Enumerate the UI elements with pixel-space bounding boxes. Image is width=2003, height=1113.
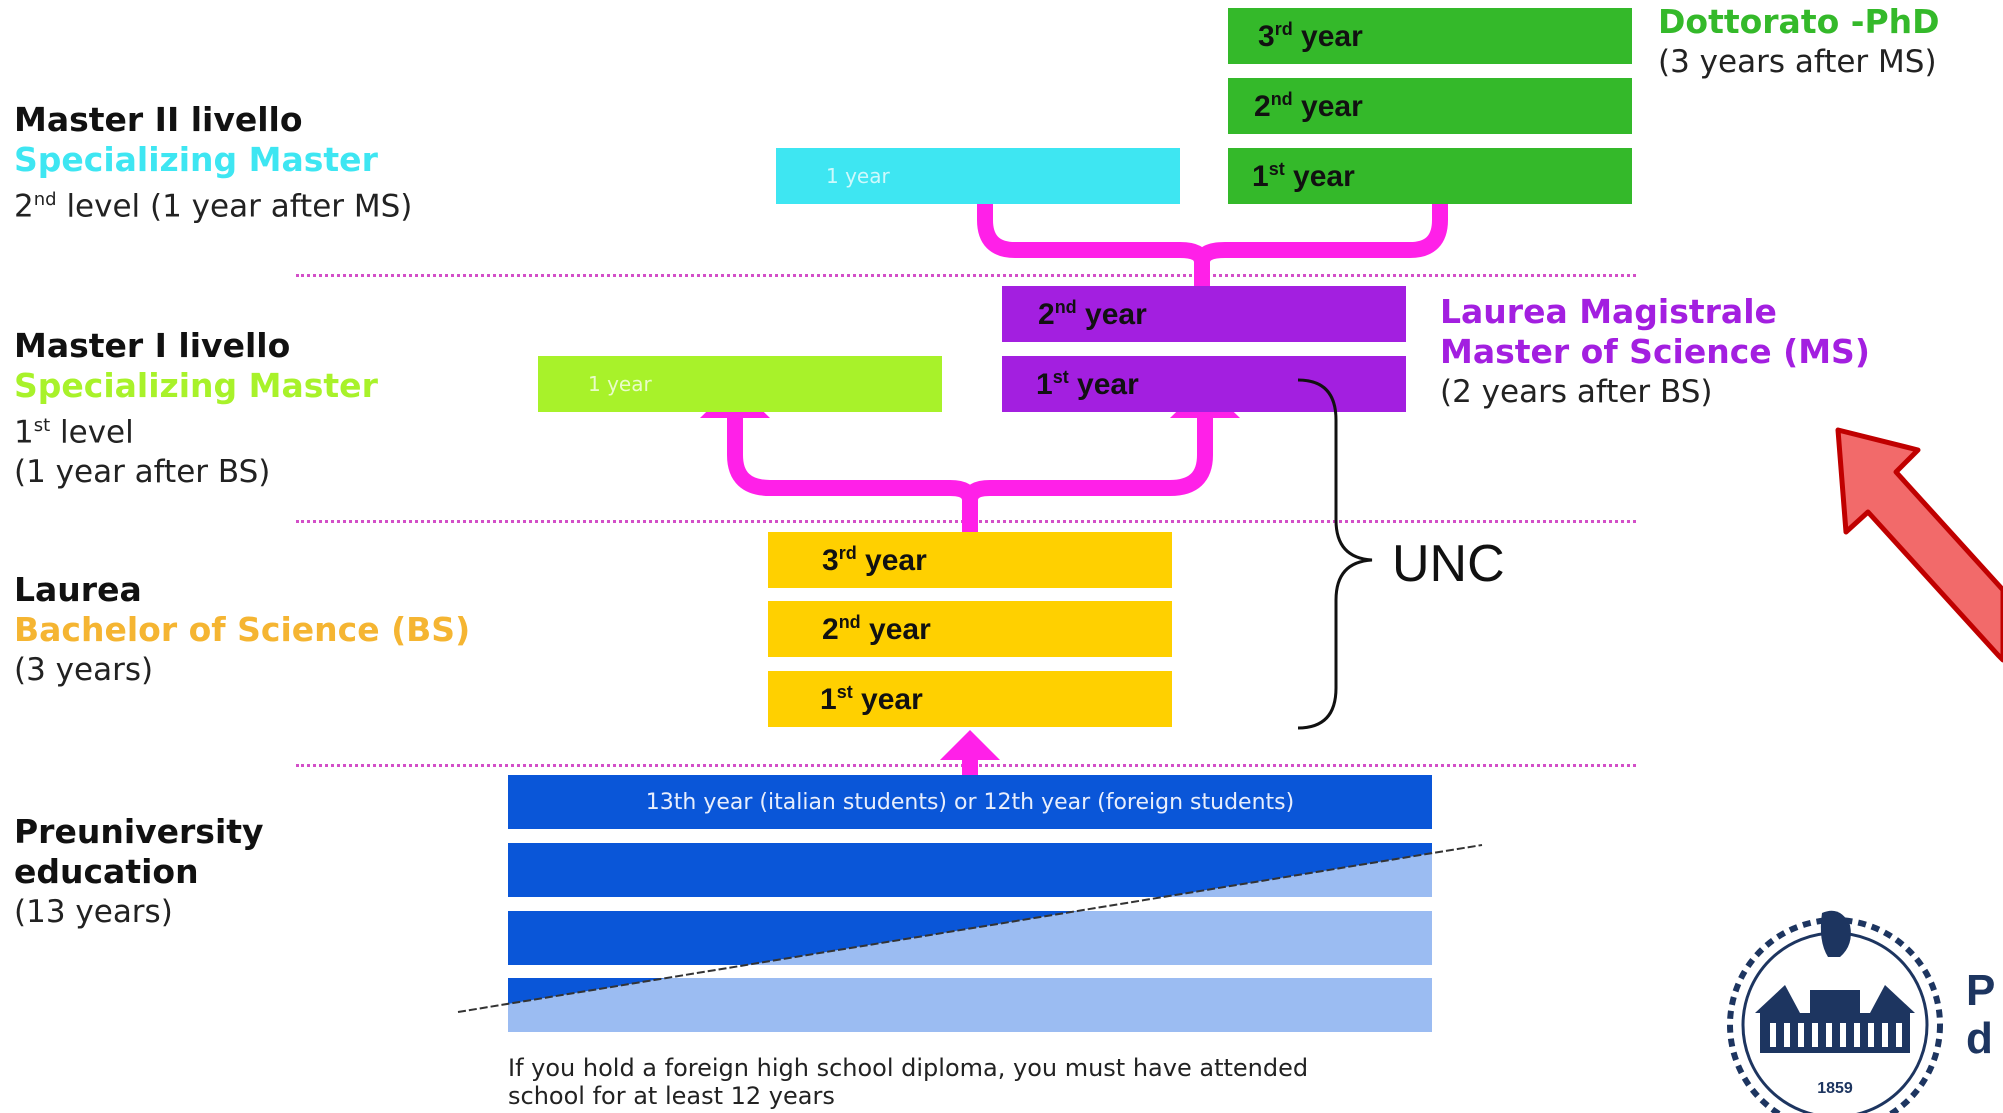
arrow-bs-to-ms [962, 402, 1213, 501]
arrow-ms-to-phd [1194, 186, 1448, 263]
bs-year-1: 1st year [768, 671, 1172, 727]
logo-year: 1859 [1817, 1080, 1853, 1097]
bs-year-2: 2nd year [768, 601, 1172, 657]
ms-year-1: 1st year [1002, 356, 1406, 412]
phd-year-3: 3rd year [1228, 8, 1632, 64]
master2-subtitle: Specializing Master [14, 140, 378, 179]
laurea-title: Laurea [14, 570, 142, 609]
ms-note: (2 years after BS) [1440, 374, 1713, 410]
politecnico-logo: 1859 P d [1727, 910, 1995, 1113]
phd-note: (3 years after MS) [1658, 44, 1937, 80]
footnote: If you hold a foreign high school diplom… [508, 1054, 1308, 1110]
separator-1 [296, 274, 1636, 277]
unc-label: UNC [1392, 535, 1505, 593]
label-laurea: Laurea Bachelor of Science (BS) (3 years… [14, 570, 470, 690]
phd-year-2: 2nd year [1228, 78, 1632, 134]
laurea-subtitle: Bachelor of Science (BS) [14, 610, 471, 649]
pre-title-2: education [14, 852, 199, 891]
label-master-1: Master I livello Specializing Master 1st… [14, 326, 378, 492]
master1-note-a: 1st level [14, 414, 134, 451]
pre-note: (13 years) [14, 894, 173, 930]
label-master-2: Master II livello Specializing Master 2n… [14, 100, 412, 226]
label-preuniversity: Preuniversity education (13 years) [14, 812, 264, 932]
phd-title: Dottorato -PhD [1658, 2, 1940, 41]
ms-year-2: 2nd year [1002, 286, 1406, 342]
master2-title: Master II livello [14, 100, 303, 139]
master1-box: 1 year [538, 356, 942, 412]
master2-note: 2nd level (1 year after MS) [14, 188, 413, 225]
pre-title-1: Preuniversity [14, 812, 264, 851]
phd-year-1: 1st year [1228, 148, 1632, 204]
bs-year-3: 3rd year [768, 532, 1172, 588]
ms-title-1: Laurea Magistrale [1440, 292, 1777, 331]
label-ms: Laurea Magistrale Master of Science (MS)… [1440, 292, 1870, 412]
pre-bar-top: 13th year (italian students) or 12th yea… [508, 775, 1432, 829]
master2-box: 1 year [776, 148, 1180, 204]
footnote-line-1: If you hold a foreign high school diplom… [508, 1054, 1309, 1082]
logo-letter-d: d [1966, 1014, 1993, 1063]
ms-title-2: Master of Science (MS) [1440, 332, 1870, 371]
logo-letter-p: P [1966, 966, 1995, 1015]
master1-title: Master I livello [14, 326, 291, 365]
label-phd: Dottorato -PhD (3 years after MS) [1658, 2, 1940, 82]
laurea-note: (3 years) [14, 652, 154, 688]
master1-note-b: (1 year after BS) [14, 454, 271, 491]
footnote-line-2: school for at least 12 years [508, 1082, 835, 1110]
master1-subtitle: Specializing Master [14, 366, 378, 405]
